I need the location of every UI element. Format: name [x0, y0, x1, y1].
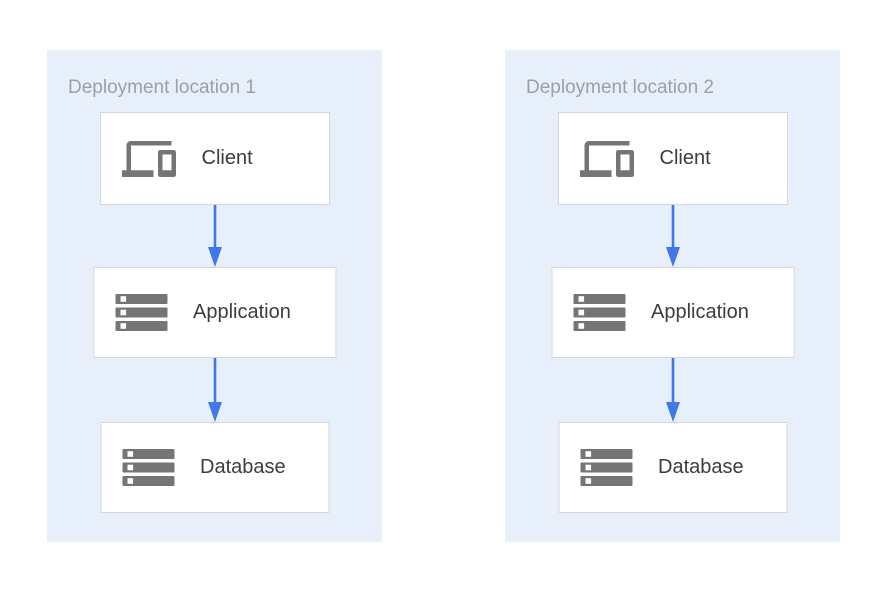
node-label: Database	[658, 456, 744, 478]
arrow-application-to-database	[665, 358, 681, 422]
storage-icon	[122, 449, 174, 486]
deployment-panel-1: Deployment location 1 Client	[47, 50, 382, 542]
devices-icon	[579, 132, 634, 186]
client-node: Client	[557, 112, 788, 205]
client-node: Client	[99, 112, 330, 205]
panel-title: Deployment location 1	[68, 77, 256, 98]
arrow-client-to-application	[665, 205, 681, 267]
deployment-panel-2: Deployment location 2 Client	[505, 50, 840, 542]
storage-icon	[573, 294, 625, 331]
arrow-application-to-database	[207, 358, 223, 422]
node-label: Client	[201, 147, 253, 169]
panel-title: Deployment location 2	[526, 77, 714, 98]
storage-icon	[115, 294, 167, 331]
application-node: Application	[93, 267, 336, 358]
node-label: Application	[651, 301, 749, 323]
node-label: Client	[659, 147, 711, 169]
database-node: Database	[558, 422, 787, 513]
storage-icon	[580, 449, 632, 486]
node-label: Database	[200, 456, 286, 478]
arrow-client-to-application	[207, 205, 223, 267]
database-node: Database	[100, 422, 329, 513]
node-label: Application	[193, 301, 291, 323]
application-node: Application	[551, 267, 794, 358]
devices-icon	[121, 132, 176, 186]
